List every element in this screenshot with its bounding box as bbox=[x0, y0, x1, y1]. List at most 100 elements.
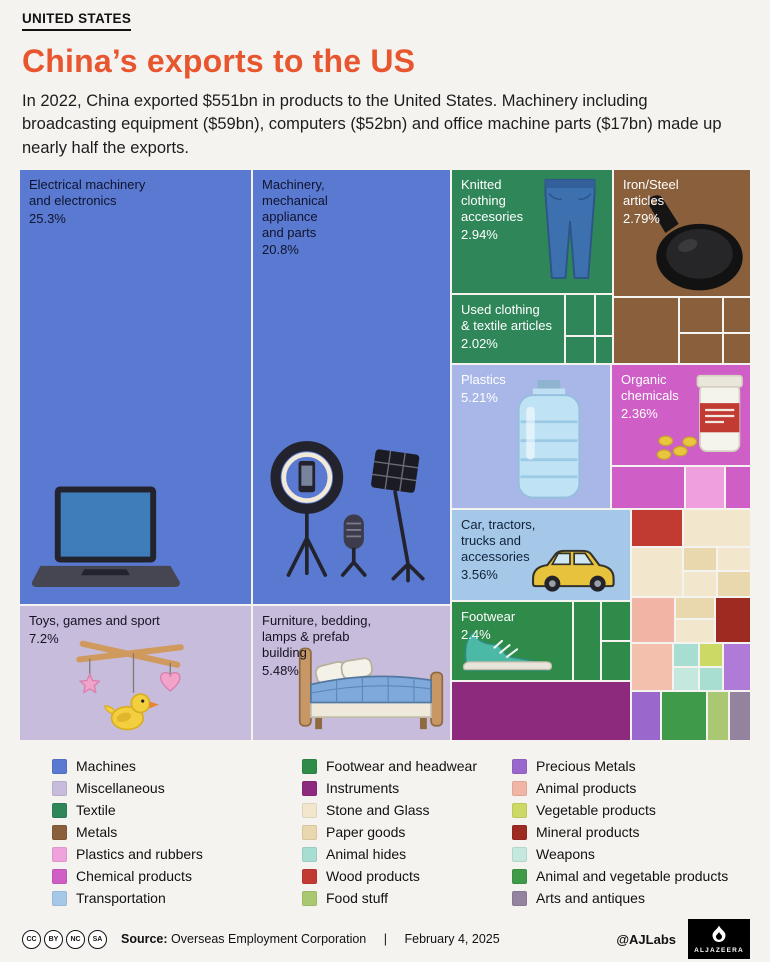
source-label: Source: bbox=[121, 932, 168, 946]
kicker: UNITED STATES bbox=[22, 11, 132, 31]
legend-swatch bbox=[52, 758, 67, 774]
treemap-cell-mt1 bbox=[614, 298, 678, 363]
source-text: Overseas Employment Corporation bbox=[171, 932, 367, 946]
treemap-cell-elec: Electrical machinery and electronics 25.3… bbox=[20, 170, 251, 604]
treemap-cell-m3 bbox=[632, 548, 682, 596]
cell-title: Iron/Steel articles bbox=[623, 177, 679, 208]
cc-nc-icon: NC bbox=[66, 929, 85, 949]
cell-percent: 2.4% bbox=[461, 626, 491, 642]
treemap-cell-f3 bbox=[602, 642, 630, 680]
treemap-cell-car: Car, tractors, trucks and accessories 3.5… bbox=[452, 510, 630, 600]
cell-percent: 2.79% bbox=[623, 210, 660, 226]
legend-label: Footwear and headwear bbox=[326, 758, 477, 774]
legend-swatch bbox=[302, 846, 317, 862]
treemap-cell-m8 bbox=[632, 598, 674, 642]
treemap-cell-m2 bbox=[684, 510, 750, 546]
treemap-cell-m1 bbox=[632, 510, 682, 546]
legend-swatch bbox=[512, 846, 527, 862]
legend-swatch bbox=[52, 890, 67, 906]
legend-swatch bbox=[512, 802, 527, 818]
header: UNITED STATES China’s exports to the US … bbox=[22, 10, 748, 160]
legend-label: Transportation bbox=[76, 890, 166, 906]
legend-label: Mineral products bbox=[536, 824, 640, 840]
legend-item: Weapons bbox=[512, 846, 768, 862]
legend-label: Miscellaneous bbox=[76, 780, 165, 796]
legend-item: Plastics and rubbers bbox=[52, 846, 302, 862]
laptop-icon bbox=[32, 486, 180, 587]
treemap-cell-mt5 bbox=[724, 334, 750, 363]
legend-swatch bbox=[512, 824, 527, 840]
cell-title: Footwear bbox=[461, 609, 516, 624]
cell-percent: 25.3% bbox=[29, 210, 66, 226]
treemap-cell-m9 bbox=[676, 598, 714, 618]
legend-swatch bbox=[512, 780, 527, 796]
treemap-cell-iron: Iron/Steel articles 2.79% bbox=[614, 170, 750, 296]
treemap-cell-t1 bbox=[566, 295, 594, 335]
treemap-cell-c2 bbox=[686, 467, 724, 508]
legend-swatch bbox=[52, 802, 67, 818]
legend-label: Weapons bbox=[536, 846, 595, 862]
treemap-cell-c1 bbox=[612, 467, 684, 508]
pills-icon bbox=[656, 374, 743, 460]
sneaker-icon bbox=[462, 632, 553, 672]
legend-item: Animal products bbox=[512, 780, 768, 796]
cell-title: Car, tractors, trucks and accessories bbox=[461, 517, 536, 564]
treemap-cell-m21 bbox=[730, 692, 750, 740]
treemap-cell-m6 bbox=[684, 572, 716, 596]
treemap-cell-mt2 bbox=[680, 298, 722, 332]
legend-item: Paper goods bbox=[302, 824, 512, 840]
treemap-cell-m14 bbox=[700, 644, 722, 666]
legend-item: Stone and Glass bbox=[302, 802, 512, 818]
legend-swatch bbox=[302, 802, 317, 818]
treemap-cell-f1 bbox=[574, 602, 600, 680]
cell-title: Toys, games and sport bbox=[29, 613, 160, 628]
aljazeera-logo: ALJAZEERA bbox=[688, 919, 750, 959]
legend-item: Instruments bbox=[302, 780, 512, 796]
treemap-cell-furn: Furniture, bedding, lamps & prefab build… bbox=[253, 606, 450, 740]
cell-title: Knitted clothing accesories bbox=[461, 177, 524, 224]
legend-label: Textile bbox=[76, 802, 116, 818]
legend-swatch bbox=[302, 758, 317, 774]
page-title: China’s exports to the US bbox=[22, 43, 416, 79]
legend-label: Chemical products bbox=[76, 868, 192, 884]
legend-item: Precious Metals bbox=[512, 758, 768, 774]
treemap-cell-m11 bbox=[716, 598, 750, 642]
legend-label: Instruments bbox=[326, 780, 400, 796]
legend-swatch bbox=[302, 890, 317, 906]
legend-label: Wood products bbox=[326, 868, 420, 884]
treemap-cell-t3 bbox=[566, 337, 594, 363]
legend-item: Wood products bbox=[302, 868, 512, 884]
cell-title: Plastics bbox=[461, 372, 506, 387]
cell-percent: 3.56% bbox=[461, 566, 498, 582]
bed-icon bbox=[298, 647, 444, 730]
treemap-cell-m7 bbox=[718, 572, 750, 596]
legend-item: Animal hides bbox=[302, 846, 512, 862]
legend-item: Vegetable products bbox=[512, 802, 768, 818]
legend-item: Textile bbox=[52, 802, 302, 818]
legend-label: Machines bbox=[76, 758, 136, 774]
cell-percent: 2.36% bbox=[621, 405, 658, 421]
treemap-cell-inst bbox=[452, 682, 630, 740]
treemap-cell-m4 bbox=[684, 548, 716, 570]
treemap-cell-m15 bbox=[674, 668, 698, 690]
treemap-cell-mach: Machinery, mechanical appliance and part… bbox=[253, 170, 450, 604]
legend-item: Metals bbox=[52, 824, 302, 840]
legend-item: Transportation bbox=[52, 890, 302, 906]
description: In 2022, China exported $551bn in produc… bbox=[22, 92, 722, 157]
toys-icon bbox=[76, 640, 184, 731]
pan-icon bbox=[648, 195, 743, 291]
treemap-cell-m18 bbox=[632, 692, 660, 740]
aljazeera-flame-icon bbox=[712, 925, 726, 942]
car-icon bbox=[531, 550, 615, 592]
cell-title: Electrical machinery and electronics bbox=[29, 177, 146, 208]
date-text: February 4, 2025 bbox=[404, 932, 500, 946]
legend-swatch bbox=[512, 868, 527, 884]
treemap-cell-m19 bbox=[662, 692, 706, 740]
